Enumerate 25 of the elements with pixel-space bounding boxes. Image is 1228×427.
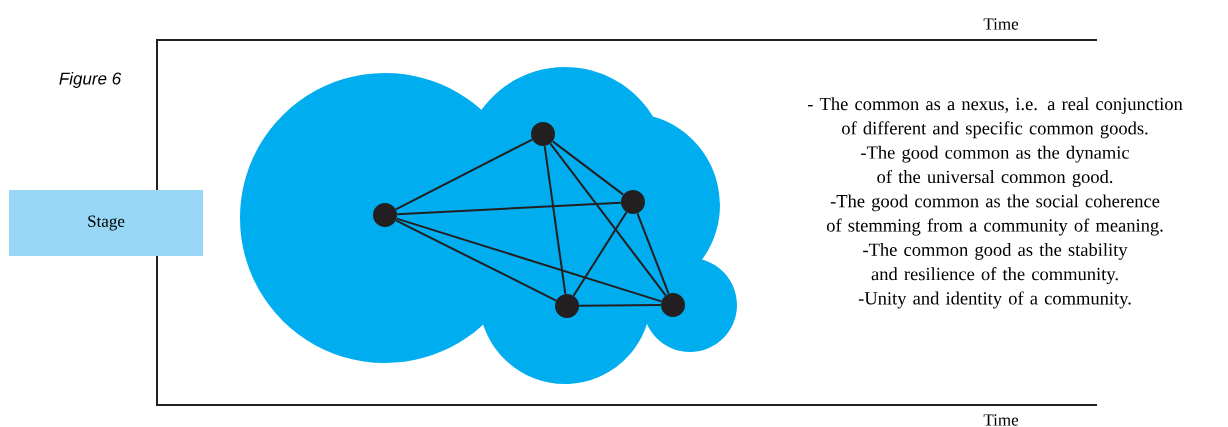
axis-label: Time [983, 414, 1019, 426]
connector-line [578, 304, 662, 307]
connector-line [572, 211, 628, 297]
dot [621, 190, 645, 214]
connector-line [551, 140, 625, 196]
connector-line [543, 145, 567, 295]
dot [661, 293, 685, 317]
axis-label: Time [983, 18, 1019, 30]
connector-line [396, 201, 622, 216]
connector-line [636, 212, 670, 295]
list-item: -Unity and identity of a community. [858, 291, 1131, 309]
stage-box: Stage [9, 190, 203, 256]
connector-line [395, 217, 663, 303]
connector-line [549, 142, 667, 297]
connector-line [394, 219, 558, 302]
dot [531, 122, 555, 146]
cloud-shape [240, 67, 737, 384]
list-item: -The good common as the dynamic of the universal common good. [861, 145, 1130, 187]
dot [373, 203, 397, 227]
connector-line [394, 138, 534, 211]
figure-title: Figure 6 [59, 72, 122, 88]
list-item: - The common as a nexus, i.e. a real conjunction of different and specific common goods. [807, 97, 1183, 139]
list-item: -The common good as the stability and resilience of the community. [863, 243, 1128, 285]
dot [555, 294, 579, 318]
list-item: -The good common as the social coherence of stemming from a community of meaning. [826, 194, 1163, 236]
